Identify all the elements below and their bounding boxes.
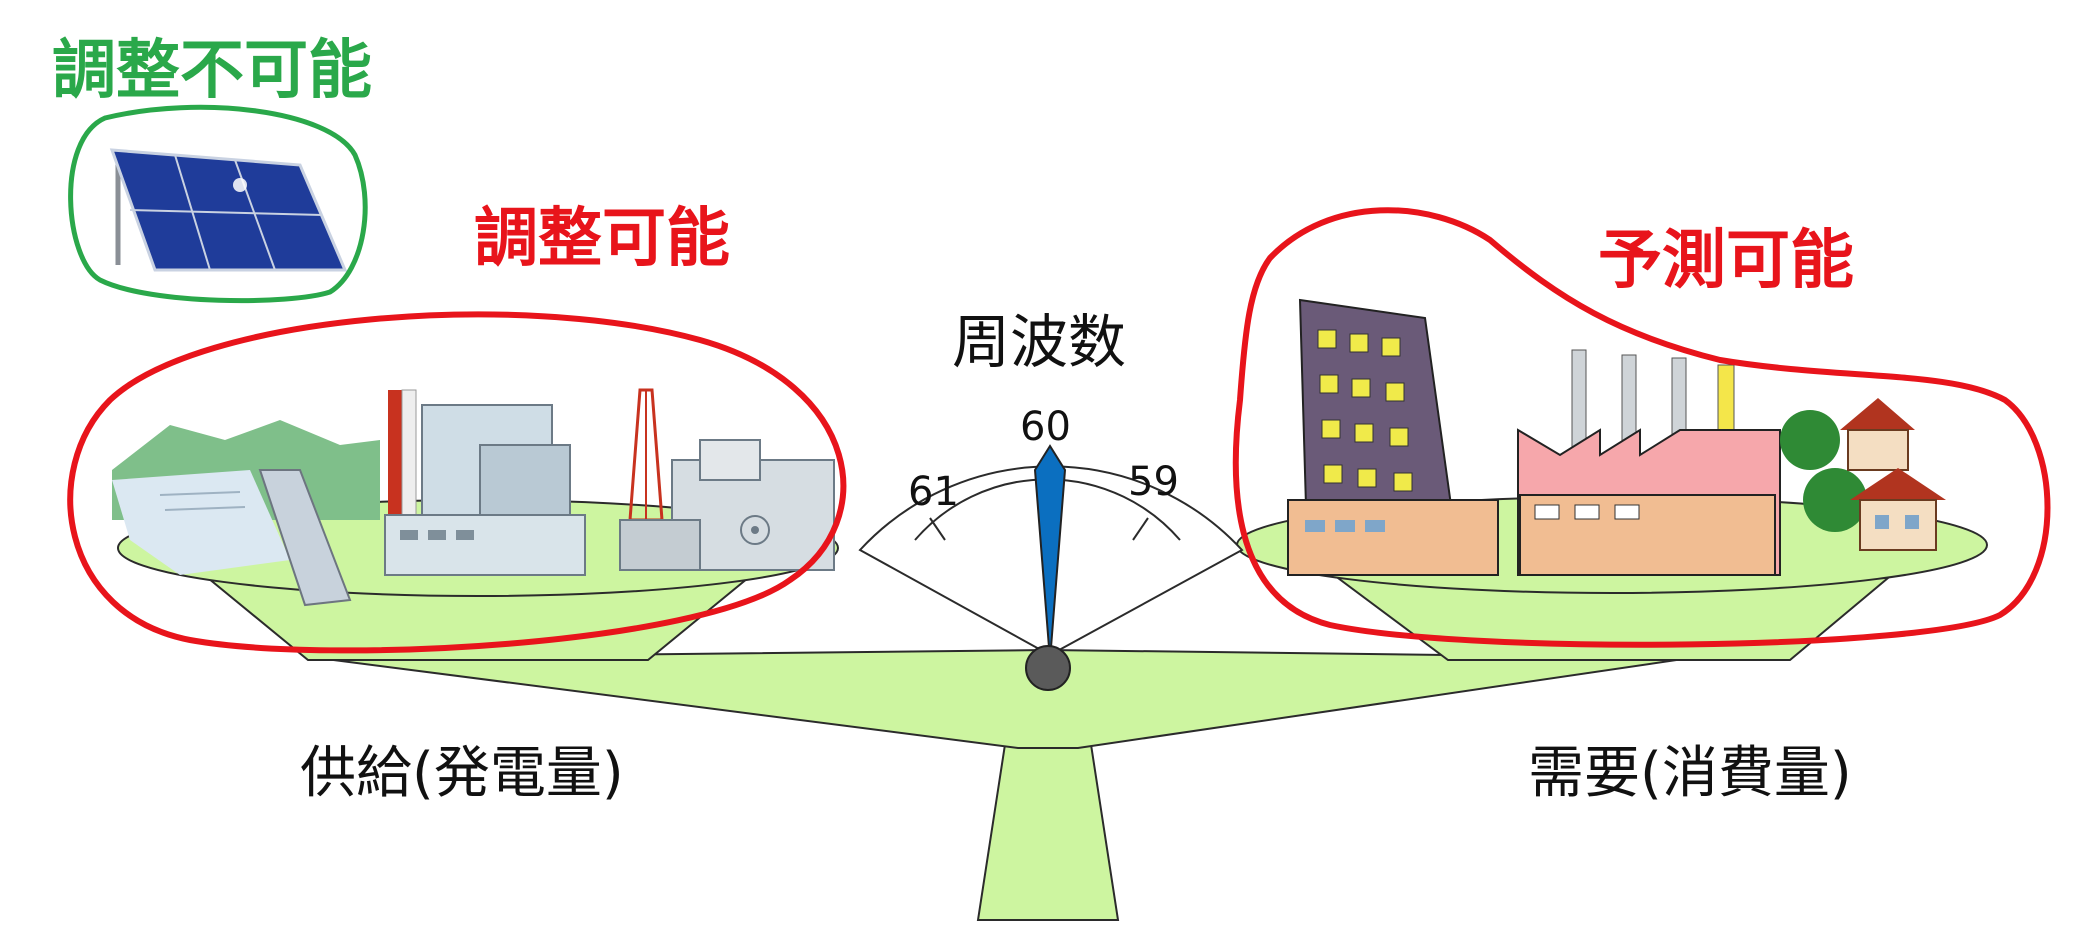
demand-label: 需要(消費量): [1528, 741, 1852, 806]
balance-scale: [317, 648, 1691, 921]
solar-panel-icon: [109, 148, 348, 272]
scale-beam: [317, 648, 1691, 749]
gauge-tick-left: [929, 517, 946, 541]
gauge-needle: [1033, 444, 1067, 661]
factory-icon: [1517, 349, 1781, 576]
hydro-dam-icon: [112, 420, 380, 607]
gauge-pivot: [1025, 645, 1071, 691]
gauge-tick-right: [1132, 517, 1149, 541]
gauge-left-value: 61: [908, 469, 959, 515]
houses-icon: [1780, 398, 1946, 551]
gauge-center-value: 60: [1020, 404, 1071, 450]
predictable-label: 予測可能: [1598, 224, 1854, 298]
thermal-power-plant-icon: [384, 389, 586, 576]
office-building-icon: [1287, 298, 1499, 577]
frequency-gauge: [858, 444, 1244, 691]
gauge-right-value: 59: [1128, 459, 1179, 505]
not-adjustable-outline: [68, 104, 368, 304]
adjustable-outline: [67, 311, 847, 654]
not-adjustable-label: 調整不可能: [52, 34, 372, 108]
frequency-label: 周波数: [952, 308, 1126, 376]
nuclear-power-plant-icon: [619, 388, 835, 571]
adjustable-label: 調整可能: [474, 202, 730, 276]
predictable-outline: [1232, 207, 2051, 648]
supply-label: 供給(発電量): [300, 741, 624, 806]
